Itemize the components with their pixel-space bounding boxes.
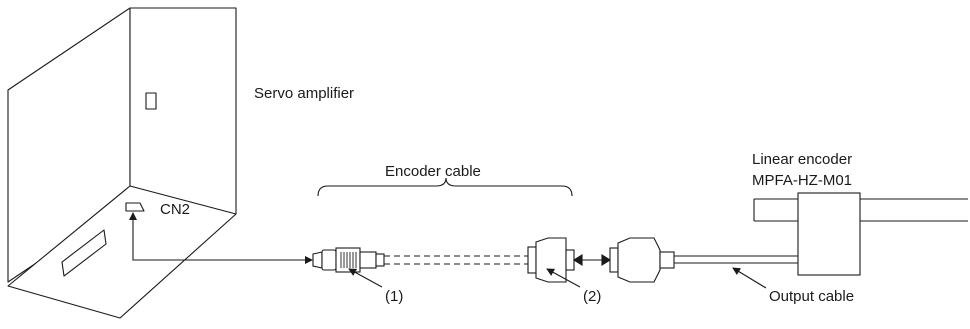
label-encoder-model: MPFA-HZ-M01	[752, 172, 852, 189]
linear-encoder	[753, 192, 968, 276]
label-callout-1: (1)	[385, 288, 403, 305]
encoder-cable-dashed	[384, 255, 528, 265]
front-slot	[61, 229, 107, 277]
label-linear-encoder: Linear encoder	[752, 151, 852, 168]
connector-1	[312, 247, 385, 273]
read-head	[797, 192, 861, 276]
leader-arrows	[348, 267, 767, 289]
servo-amplifier-bottom-face	[7, 185, 237, 319]
cable-from-cn2	[129, 212, 313, 264]
servo-amplifier-front-face	[129, 7, 237, 215]
label-encoder-cable: Encoder cable	[385, 163, 481, 180]
cn2-port	[125, 202, 145, 212]
servo-amplifier	[7, 7, 237, 319]
output-cable	[674, 255, 798, 264]
label-callout-2: (2)	[583, 288, 601, 305]
label-servo-amplifier: Servo amplifier	[254, 85, 354, 102]
status-window	[145, 92, 157, 110]
label-output-cable: Output cable	[769, 288, 854, 305]
connector-2	[527, 237, 575, 283]
mating-arrow	[572, 254, 612, 266]
label-cn2: CN2	[160, 201, 190, 218]
encoder-cable-brace	[317, 177, 573, 197]
mating-connector	[609, 237, 675, 283]
